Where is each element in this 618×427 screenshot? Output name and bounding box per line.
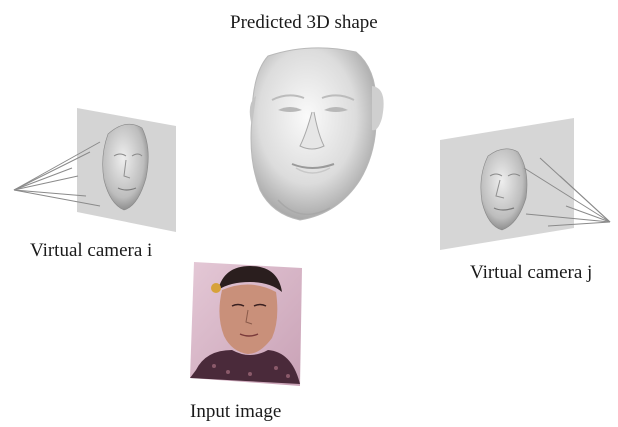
predicted-3d-face bbox=[250, 48, 384, 220]
virtual-camera-i bbox=[14, 108, 176, 232]
virtual-camera-j bbox=[440, 118, 610, 250]
input-image-label: Input image bbox=[190, 401, 281, 423]
input-image-photo bbox=[190, 262, 302, 386]
virtual-camera-j-label: Virtual camera j bbox=[470, 262, 592, 284]
predicted-shape-label: Predicted 3D shape bbox=[230, 12, 378, 34]
virtual-camera-i-label: Virtual camera i bbox=[30, 240, 152, 262]
